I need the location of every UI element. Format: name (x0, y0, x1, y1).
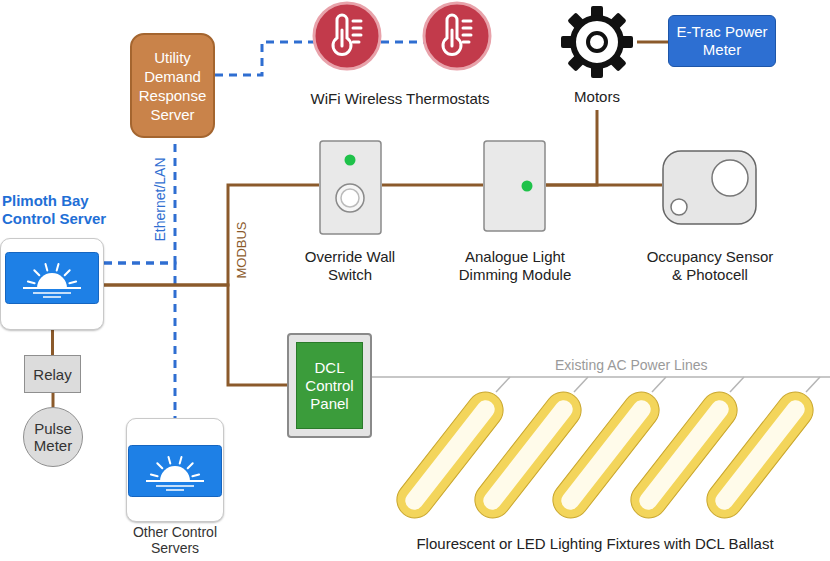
server-panel (126, 418, 224, 522)
motor-label: Motors (557, 88, 637, 106)
meter-label: Pulse Meter (27, 420, 79, 454)
occupancy-sensor: Occupancy Sensor & Photocell (640, 150, 780, 286)
server-box: Utility Demand Response Server (130, 33, 215, 138)
bus-wire (637, 41, 668, 44)
control-server: Plimoth Bay Control Server (2, 192, 130, 330)
ac-power-lines (372, 377, 830, 392)
panel-label: DCL Control Panel (299, 359, 360, 413)
device-label: Override Wall Switch (290, 248, 410, 284)
server-panel (0, 238, 104, 330)
control-panel: DCL Control Panel (287, 333, 372, 438)
device-label: Analogue Light Dimming Module (450, 248, 580, 284)
relay-label: Relay (33, 366, 71, 383)
bus-wire (546, 110, 597, 185)
relay-box: Relay (24, 355, 81, 393)
bus-wire (104, 285, 287, 385)
bus-label: MODBUS (235, 215, 249, 285)
lighting-fixtures (390, 385, 821, 525)
motor-icon: Motors (557, 4, 637, 110)
bus-wire (51, 330, 54, 355)
dimmer-plate (483, 140, 546, 232)
bus-wire (52, 393, 55, 407)
device-label: Occupancy Sensor & Photocell (643, 248, 778, 284)
bus-wire (104, 185, 319, 285)
switch-plate (319, 140, 382, 235)
fixture-label: Flourescent or LED Lighting Fixtures wit… (360, 535, 830, 553)
dimmer-module: Analogue Light Dimming Module (450, 140, 580, 286)
network-link (104, 138, 175, 263)
wall-switch: Override Wall Switch (290, 140, 410, 286)
meter-box: E-Trac Power Meter (668, 15, 776, 67)
network-label: Ethernet/LAN (153, 150, 168, 250)
server-heading: Plimoth Bay Control Server (2, 192, 130, 228)
power-line-label: Existing AC Power Lines (553, 357, 710, 373)
control-server: Other Control Servers (110, 418, 240, 558)
bus-wire (382, 184, 483, 187)
panel-face: DCL Control Panel (296, 342, 363, 429)
thermostat-label: WiFi Wireless Thermostats (290, 90, 510, 108)
server-label: Other Control Servers (110, 524, 240, 556)
thermostat (424, 3, 490, 69)
server-label: Utility Demand Response Server (135, 48, 210, 124)
gear-symbol (559, 4, 635, 80)
thermostat (314, 3, 380, 69)
meter-label: E-Trac Power Meter (672, 23, 772, 59)
occ-plate (662, 150, 757, 225)
meter-circle: Pulse Meter (23, 407, 83, 467)
